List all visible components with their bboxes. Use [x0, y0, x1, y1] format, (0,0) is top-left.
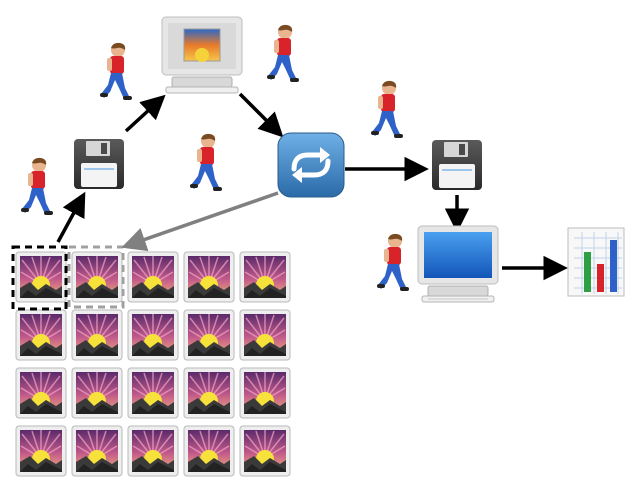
arrow-grid-to-floppy [56, 191, 86, 243]
walking-person-icon [371, 80, 403, 138]
sunset-photo-icon [71, 367, 123, 419]
sunset-photo-icon [15, 425, 67, 477]
sunset-photo-icon [183, 425, 235, 477]
arrow-sync-to-grid [121, 191, 279, 252]
sunset-photo-icon [239, 425, 291, 477]
sunset-photo-icon [71, 251, 123, 303]
sunset-photo-icon [71, 309, 123, 361]
sync-icon [277, 132, 345, 198]
sunset-photo-icon [239, 251, 291, 303]
arrow-computer-to-sync [238, 92, 284, 138]
sunset-photo-icon [239, 309, 291, 361]
sunset-photo-icon [127, 367, 179, 419]
selected-photo-frame [11, 245, 68, 311]
arrow-floppy-to-computer [124, 94, 166, 133]
sunset-photo-icon [15, 251, 67, 303]
sunset-photo-icon [127, 251, 179, 303]
next-photo-frame [67, 245, 125, 309]
sunset-photo-icon [15, 309, 67, 361]
floppy-disk-icon [74, 139, 124, 189]
sunset-photo-icon [127, 425, 179, 477]
sunset-photo-icon [71, 425, 123, 477]
sunset-photo-icon [183, 367, 235, 419]
walking-person-icon [190, 133, 222, 191]
floppy-disk-icon [432, 140, 482, 190]
bar-chart-icon [567, 227, 625, 297]
sunset-photo-icon [15, 367, 67, 419]
photo-grid [15, 251, 291, 477]
walking-person-icon [100, 42, 132, 100]
computer-icon [417, 225, 499, 303]
sunset-photo-icon [127, 309, 179, 361]
computer-icon [161, 16, 243, 94]
walking-person-icon [377, 233, 409, 291]
sunset-photo-icon [183, 251, 235, 303]
sunset-photo-icon [239, 367, 291, 419]
walking-person-icon [21, 157, 53, 215]
sunset-photo-icon [183, 309, 235, 361]
walking-person-icon [267, 24, 299, 82]
